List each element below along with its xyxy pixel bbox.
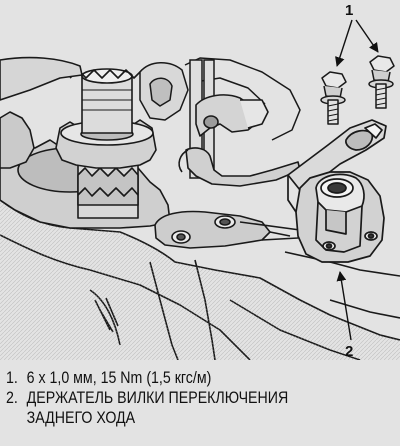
legend-number: 1.: [6, 369, 18, 387]
callout-1-leaders: [335, 19, 379, 67]
callout-2-label: 2: [345, 343, 354, 360]
mounting-flange: [154, 210, 301, 249]
legend-text: 6 x 1,0 мм, 15 Nm (1,5 кгс/м): [26, 369, 212, 387]
legend-number: 2.: [6, 389, 18, 407]
upper-casting: [139, 57, 301, 141]
legend-text: ДЕРЖАТЕЛЬ ВИЛКИ ПЕРЕКЛЮЧЕНИЯ ЗАДНЕГО ХОД…: [26, 389, 289, 427]
shift-fork: [178, 94, 301, 187]
gear-stack: [0, 56, 171, 229]
bolt-right: [368, 55, 395, 109]
parts-legend: 1. 6 x 1,0 мм, 15 Nm (1,5 кгс/м) 2. ДЕРЖ…: [6, 368, 341, 428]
housing-shadow: [0, 200, 400, 360]
legend-item: 1. 6 x 1,0 мм, 15 Nm (1,5 кгс/м): [6, 368, 341, 388]
legend-item: 2. ДЕРЖАТЕЛЬ ВИЛКИ ПЕРЕКЛЮЧЕНИЯ ЗАДНЕГО …: [6, 388, 341, 428]
reverse-fork-holder: [287, 119, 387, 263]
bolt-left: [320, 71, 347, 125]
callout-2-leader: [336, 271, 352, 341]
transmission-diagram: [0, 19, 400, 360]
callout-1-label: 1: [345, 2, 354, 19]
